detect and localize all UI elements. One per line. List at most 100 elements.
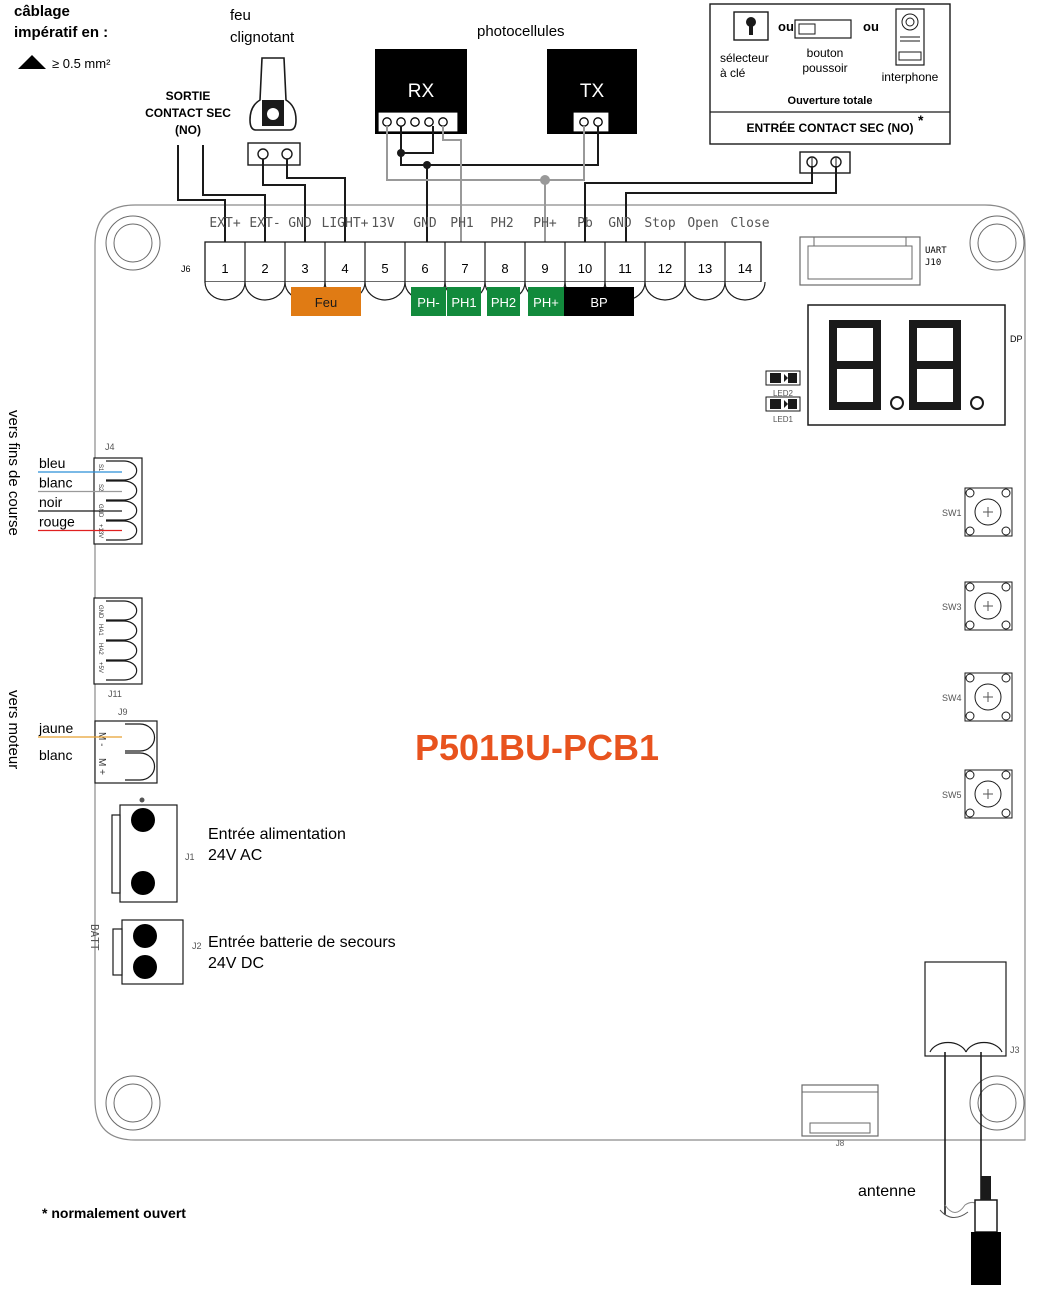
pin-number: 6 [421,261,428,276]
dry-contact-in-label: ENTRÉE CONTACT SEC (NO) [746,120,913,135]
push-button-label-2: poussoir [802,61,847,75]
j9-pin-label: M + [96,758,107,775]
pin-tag-label: PH- [417,295,439,310]
or-label-1: ou [778,19,794,34]
power-label-2: 24V AC [208,847,262,864]
push-switch: SW1 [942,487,1013,537]
board-name: P501BU-PCB1 [415,727,659,768]
intercom-label: interphone [882,70,939,84]
pin-label: PH1 [450,216,473,231]
limit-switch-side-label: vers fins de course [5,410,22,536]
pin-terminal-screw [244,281,286,301]
pin-tag: BP [564,287,634,316]
j11-pin-label: HA1 [97,624,103,636]
seven-segment-display: DP LED2 LED1 [765,304,1023,426]
board-name-plate [342,716,732,772]
uart-connector: UART J10 [799,236,947,286]
limit-switch-wire-label: rouge [39,514,75,530]
push-switch: SW3 [942,581,1013,631]
flasher-label-2: clignotant [230,29,295,46]
pin-tag-label: PH2 [491,295,516,310]
j11-label: J11 [108,689,122,699]
push-switch: SW4 [942,672,1013,722]
push-button-icon [794,19,852,39]
pin-terminal-screw [684,281,726,301]
j6-connector-id: J6 [181,264,191,274]
push-button-label-1: bouton [807,46,844,60]
or-label-2: ou [863,19,879,34]
dry-contact-out-3: (NO) [175,123,201,137]
pin-terminal-screw [364,281,406,301]
switch-label: SW3 [942,602,962,612]
pin-label: GND [413,216,437,231]
pcb-outline [94,204,1026,1141]
j10-label: J10 [925,258,941,268]
pin-tag-label: BP [590,295,607,310]
j8-label: J8 [836,1139,845,1148]
limit-switch-wire-label: blanc [39,475,72,491]
limit-switch-connector: vers fins de course J4 S1S2GND+13V bleub… [5,410,143,545]
antenna-label: antenne [858,1183,916,1200]
pin-tag: PH2 [487,287,520,316]
photocells: photocellules RX TX [375,23,637,134]
pin-terminal-screw [204,281,246,301]
pin-number: 12 [658,261,672,276]
pin-number: 7 [461,261,468,276]
pin-label: Close [730,216,769,231]
photocells-label: photocellules [477,23,565,40]
j8-connector: J8 [801,1084,879,1148]
flasher-lamp-lens [267,108,279,120]
j11-pin-label: +5V [97,662,103,673]
pin-tag: PH- [411,287,446,316]
push-switch: SW5 [942,769,1013,819]
j3-label: J3 [1010,1045,1020,1055]
key-selector-label-2: à clé [720,66,746,80]
pin-tag-label: Feu [315,295,337,310]
display-id: DP [1010,334,1023,344]
pin-tag: Feu [291,287,361,316]
battery-label-1: Entrée batterie de secours [208,934,396,951]
pin-label: LIGHT+ [322,216,369,231]
pin-tag-label: PH+ [533,295,559,310]
pin-label: Open [687,216,718,231]
pin-label: Stop [644,216,675,231]
pin-number: 14 [738,261,752,276]
battery-connector-j2: BATT J2 Entrée batterie de secours 24V D… [88,919,396,985]
uart-label: UART [925,246,947,256]
dry-contact-in-asterisk: * [918,112,924,128]
motor-wire-label: blanc [39,747,72,763]
input-device-box: ou ou sélecteur à clé bouton poussoir in… [709,3,951,174]
flasher-lamp-icon [249,57,297,131]
triangle-icon [18,55,46,69]
antenna-cable [971,1232,1001,1285]
dry-contact-output-label: SORTIE CONTACT SEC (NO) [145,89,231,137]
pin-terminal-screw [644,281,686,301]
wires [177,126,837,258]
full-opening-label: Ouverture totale [788,95,873,107]
led2-label: LED2 [773,389,794,398]
j4-pin-label: S2 [97,484,103,492]
mounting-holes [105,215,1025,1131]
switch-label: SW5 [942,790,962,800]
pin-label: PH2 [490,216,513,231]
j4-pin-label: S1 [97,464,103,472]
pin-label: PH+ [533,216,557,231]
pin-tag: PH+ [528,287,564,316]
photocell-tx-label: TX [580,81,605,102]
switch-label: SW1 [942,508,962,518]
dry-contact-out-1: SORTIE [166,89,211,103]
j9-label: J9 [118,707,128,717]
pin-number: 9 [541,261,548,276]
limit-switch-wire-label: bleu [39,455,65,471]
pin-tag: PH1 [447,287,481,316]
pin-label: Pb [577,216,593,231]
wiring-note: câblage impératif en : ≥ 0.5 mm² [0,0,143,84]
pin-tag-label: PH1 [451,295,476,310]
j1-label: J1 [185,852,195,862]
led1-label: LED1 [773,415,794,424]
antenna-connector-j3: J3 antenne [858,961,1020,1285]
pin-label: 13V [371,216,395,231]
